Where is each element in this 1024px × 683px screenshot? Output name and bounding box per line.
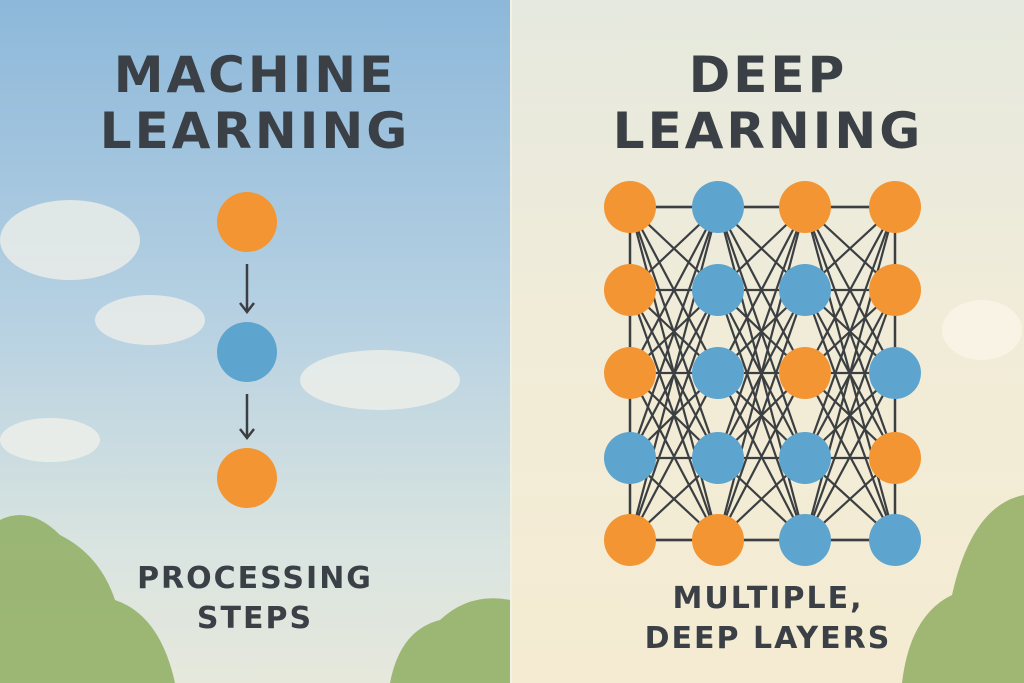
- neuron-orange: [604, 347, 656, 399]
- neuron-orange: [779, 347, 831, 399]
- neuron-blue: [869, 347, 921, 399]
- connection: [716, 289, 807, 541]
- trees: [0, 515, 510, 683]
- right-title-line1: DEEP: [688, 46, 848, 104]
- neuron-blue: [869, 514, 921, 566]
- node-blue: [217, 322, 277, 382]
- left-title-line1: MACHINE: [113, 46, 397, 104]
- clouds: [942, 300, 1022, 360]
- connection: [717, 206, 806, 374]
- panel-divider: [510, 0, 512, 683]
- right-title-line2: LEARNING: [612, 102, 924, 160]
- neuron-orange: [692, 514, 744, 566]
- connection: [717, 372, 806, 541]
- neuron-blue: [779, 514, 831, 566]
- connection: [628, 289, 720, 541]
- right-caption-line1: MULTIPLE,: [672, 581, 864, 616]
- neuron-blue: [779, 264, 831, 316]
- neural-network-diagram: [604, 181, 921, 566]
- neuron-blue: [692, 264, 744, 316]
- connection: [716, 206, 807, 541]
- neuron-orange: [869, 264, 921, 316]
- trees: [902, 495, 1024, 683]
- connection: [716, 206, 807, 459]
- processing-steps-diagram: [217, 192, 277, 508]
- right-caption-line2: DEEP LAYERS: [644, 621, 892, 656]
- connection: [804, 372, 896, 541]
- connection: [803, 206, 897, 541]
- arrow-down-icon: [239, 302, 255, 315]
- connection: [803, 289, 897, 541]
- left-caption-line2: STEPS: [196, 601, 314, 636]
- neuron-orange: [604, 514, 656, 566]
- left-title-line2: LEARNING: [99, 102, 411, 160]
- clouds: [0, 200, 460, 462]
- neuron-orange: [869, 432, 921, 484]
- connection: [804, 206, 896, 374]
- connection: [803, 206, 897, 459]
- neuron-orange: [604, 264, 656, 316]
- arrow-down-icon: [239, 428, 255, 441]
- left-caption-line1: PROCESSING: [137, 561, 373, 596]
- neuron-blue: [692, 347, 744, 399]
- neuron-orange: [779, 181, 831, 233]
- neuron-blue: [604, 432, 656, 484]
- connection: [628, 206, 720, 459]
- machine-learning-panel: MACHINE LEARNING PROCESSING STEPS: [0, 0, 510, 683]
- neuron-blue: [692, 432, 744, 484]
- left-decoration: [0, 192, 510, 683]
- neuron-orange: [869, 181, 921, 233]
- neuron-orange: [604, 181, 656, 233]
- neuron-blue: [779, 432, 831, 484]
- node-orange: [217, 192, 277, 252]
- connection: [629, 206, 719, 374]
- connection: [629, 372, 719, 541]
- right-decoration: [604, 181, 1024, 683]
- neuron-blue: [692, 181, 744, 233]
- deep-learning-panel: DEEP LEARNING MULTIPLE, DEEP LAYERS: [512, 0, 1024, 683]
- node-orange: [217, 448, 277, 508]
- connection: [628, 206, 720, 541]
